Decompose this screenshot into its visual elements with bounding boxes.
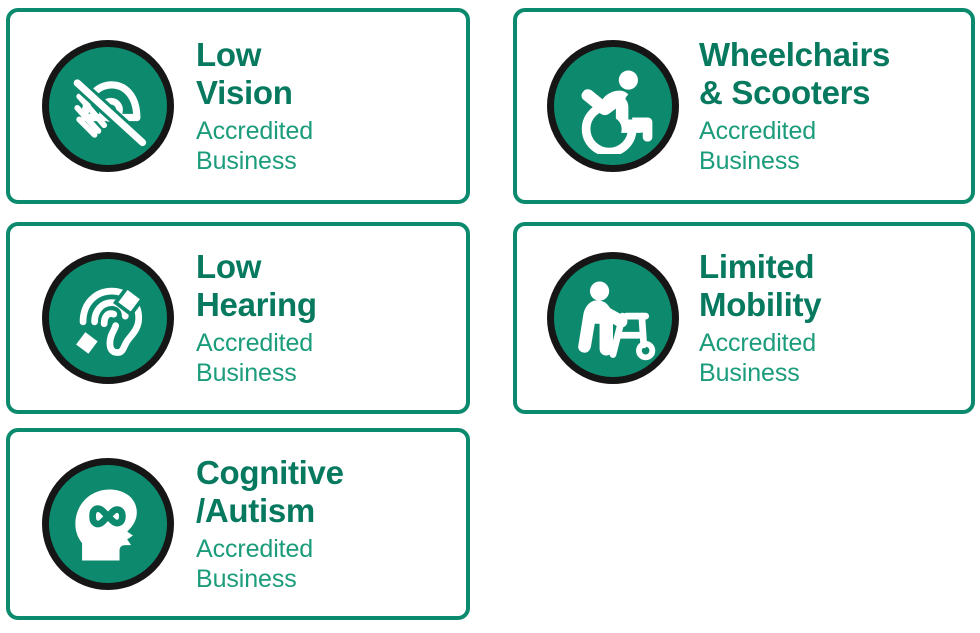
low-hearing-icon xyxy=(42,252,174,384)
badge-title: Low Hearing xyxy=(196,247,317,323)
badge-title: Limited Mobility xyxy=(699,247,822,323)
walker-mobility-icon xyxy=(547,252,679,384)
badge-subtitle: Accredited Business xyxy=(699,329,817,388)
badge-card-cognitive-autism[interactable]: Cognitive /Autism Accredited Business xyxy=(6,428,470,620)
wheelchair-icon xyxy=(547,40,679,172)
badge-text-cognitive-autism: Cognitive /Autism Accredited Business xyxy=(196,454,466,595)
badge-card-wheelchairs-scooters[interactable]: Wheelchairs & Scooters Accredited Busine… xyxy=(513,8,975,204)
badge-subtitle: Accredited Business xyxy=(699,117,817,176)
low-vision-icon xyxy=(42,40,174,172)
badge-title: Cognitive /Autism xyxy=(196,453,344,529)
badge-text-limited-mobility: Limited Mobility Accredited Business xyxy=(699,248,971,389)
badge-card-low-hearing[interactable]: Low Hearing Accredited Business xyxy=(6,222,470,414)
badge-card-limited-mobility[interactable]: Limited Mobility Accredited Business xyxy=(513,222,975,414)
badge-title: Low Vision xyxy=(196,35,293,111)
badge-title: Wheelchairs & Scooters xyxy=(699,35,891,111)
badge-subtitle: Accredited Business xyxy=(196,535,314,594)
badge-text-wheelchairs-scooters: Wheelchairs & Scooters Accredited Busine… xyxy=(699,36,971,177)
cognitive-autism-head-icon xyxy=(42,458,174,590)
badge-text-low-hearing: Low Hearing Accredited Business xyxy=(196,248,466,389)
badge-text-low-vision: Low Vision Accredited Business xyxy=(196,36,466,177)
badge-subtitle: Accredited Business xyxy=(196,117,314,176)
badge-card-low-vision[interactable]: Low Vision Accredited Business xyxy=(6,8,470,204)
badge-subtitle: Accredited Business xyxy=(196,329,314,388)
